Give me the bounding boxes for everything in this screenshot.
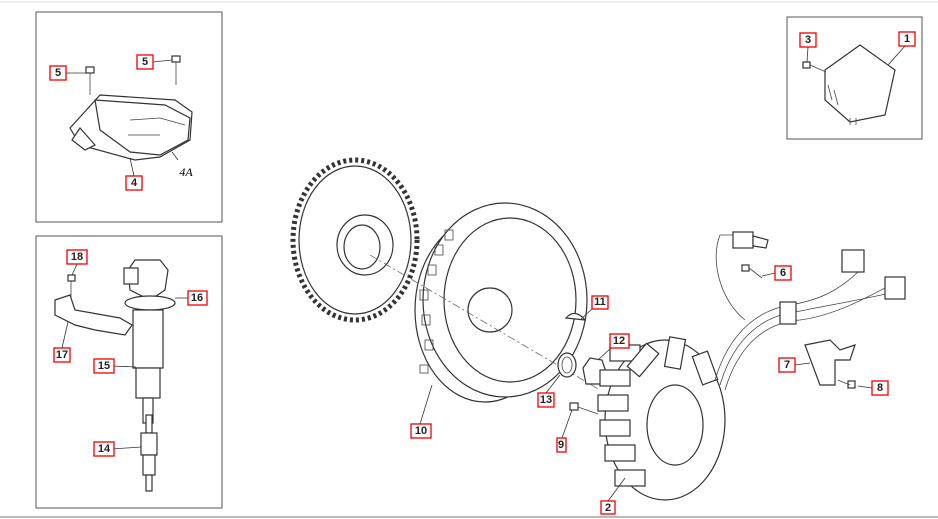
callout-1[interactable]: 1 [898, 31, 916, 47]
ignition-coil[interactable] [123, 259, 176, 424]
svg-text:10: 10 [415, 425, 427, 437]
bolt-8[interactable] [837, 379, 856, 389]
callout-7[interactable]: 7 [778, 357, 796, 373]
svg-text:5: 5 [55, 67, 61, 79]
bolt-5b[interactable] [171, 55, 181, 85]
variant-label: 4A [179, 165, 193, 179]
svg-text:9: 9 [558, 439, 564, 451]
svg-text:16: 16 [191, 292, 203, 304]
starter-gear[interactable] [290, 157, 420, 323]
svg-text:4: 4 [131, 177, 138, 189]
washer[interactable] [557, 352, 577, 378]
callout-9[interactable]: 9 [556, 437, 567, 453]
svg-text:15: 15 [98, 360, 110, 372]
callout-10[interactable]: 10 [410, 423, 432, 439]
bolt-18[interactable] [67, 274, 76, 297]
svg-text:1: 1 [904, 33, 910, 45]
ecu-module[interactable] [69, 94, 193, 161]
callout-3[interactable]: 3 [799, 32, 817, 48]
svg-text:12: 12 [613, 335, 625, 347]
svg-text:8: 8 [877, 382, 883, 394]
woodruff-key[interactable] [564, 312, 587, 321]
stator[interactable] [597, 336, 726, 501]
svg-text:18: 18 [71, 251, 83, 263]
svg-text:6: 6 [780, 267, 786, 279]
callout-12[interactable]: 12 [609, 333, 630, 349]
voltage-regulator[interactable] [824, 44, 896, 125]
svg-text:3: 3 [805, 34, 811, 46]
bolt-3[interactable] [802, 61, 827, 73]
callout-17[interactable]: 17 [53, 347, 71, 363]
spark-plug[interactable] [140, 414, 158, 492]
grommet-clip[interactable] [804, 339, 856, 386]
pickup-sensor[interactable] [732, 231, 769, 249]
callout-14[interactable]: 14 [93, 441, 115, 457]
svg-text:17: 17 [56, 349, 68, 361]
svg-text:13: 13 [540, 394, 552, 406]
panel-ignition-coil [35, 235, 223, 509]
callout-2[interactable]: 2 [600, 500, 616, 515]
callout-13[interactable]: 13 [537, 392, 555, 408]
bolt-5a[interactable] [85, 66, 95, 95]
bolt-9[interactable] [569, 402, 599, 415]
callout-5a[interactable]: 5 [49, 65, 67, 81]
panel-ecu [35, 11, 223, 223]
svg-text:2: 2 [605, 502, 611, 514]
callout-6[interactable]: 6 [774, 265, 792, 281]
wiring-harness[interactable] [714, 234, 906, 391]
callout-4[interactable]: 4 [125, 175, 143, 191]
svg-text:14: 14 [98, 443, 111, 455]
svg-text:5: 5 [142, 56, 148, 68]
svg-text:11: 11 [594, 296, 606, 308]
callout-8[interactable]: 8 [871, 380, 889, 396]
svg-text:7: 7 [784, 359, 790, 371]
callout-16[interactable]: 16 [187, 290, 208, 306]
callout-11[interactable]: 11 [591, 295, 609, 310]
callout-15[interactable]: 15 [93, 358, 115, 374]
panel-regulator [786, 16, 923, 140]
callout-5b[interactable]: 5 [136, 54, 154, 70]
coil-bracket[interactable] [54, 294, 133, 336]
flywheel-rotor[interactable] [414, 202, 588, 403]
callout-18[interactable]: 18 [66, 249, 88, 265]
bolt-6[interactable] [741, 264, 763, 279]
